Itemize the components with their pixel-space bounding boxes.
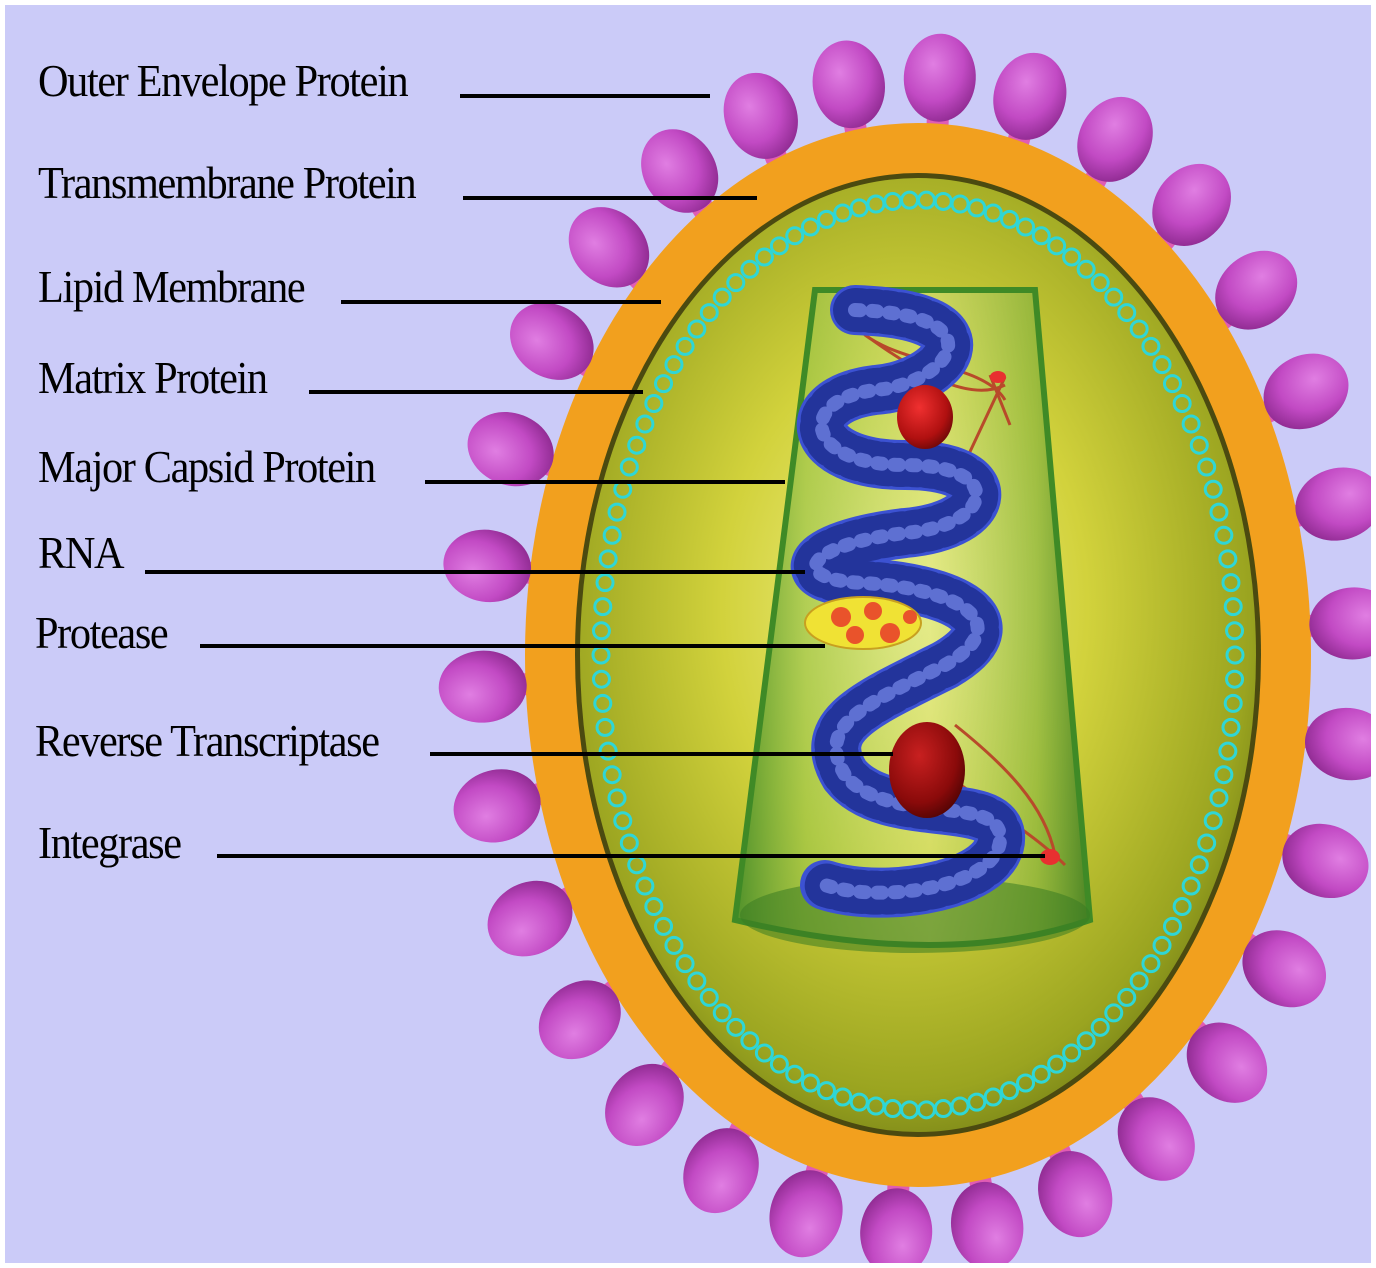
label-major-capsid-protein: Major Capsid Protein — [38, 444, 375, 490]
label-rna: RNA — [38, 530, 123, 576]
label-protease: Protease — [35, 610, 167, 656]
label-matrix-protein: Matrix Protein — [38, 355, 267, 401]
protease-spot — [846, 626, 864, 644]
label-integrase: Integrase — [38, 820, 181, 866]
label-reverse-transcriptase: Reverse Transcriptase — [35, 718, 379, 764]
protease-spot — [880, 623, 900, 643]
label-outer-envelope-protein: Outer Envelope Protein — [38, 58, 407, 104]
protease-spot — [864, 602, 882, 620]
protease-spot — [831, 607, 851, 627]
protease-spot — [903, 610, 917, 624]
reverse-transcriptase-molecule — [889, 722, 965, 818]
label-lipid-membrane: Lipid Membrane — [38, 264, 304, 310]
integrase-top — [990, 371, 1006, 383]
protease-molecule — [805, 597, 921, 649]
enzyme-upper — [897, 385, 953, 449]
label-transmembrane-protein: Transmembrane Protein — [38, 160, 415, 206]
